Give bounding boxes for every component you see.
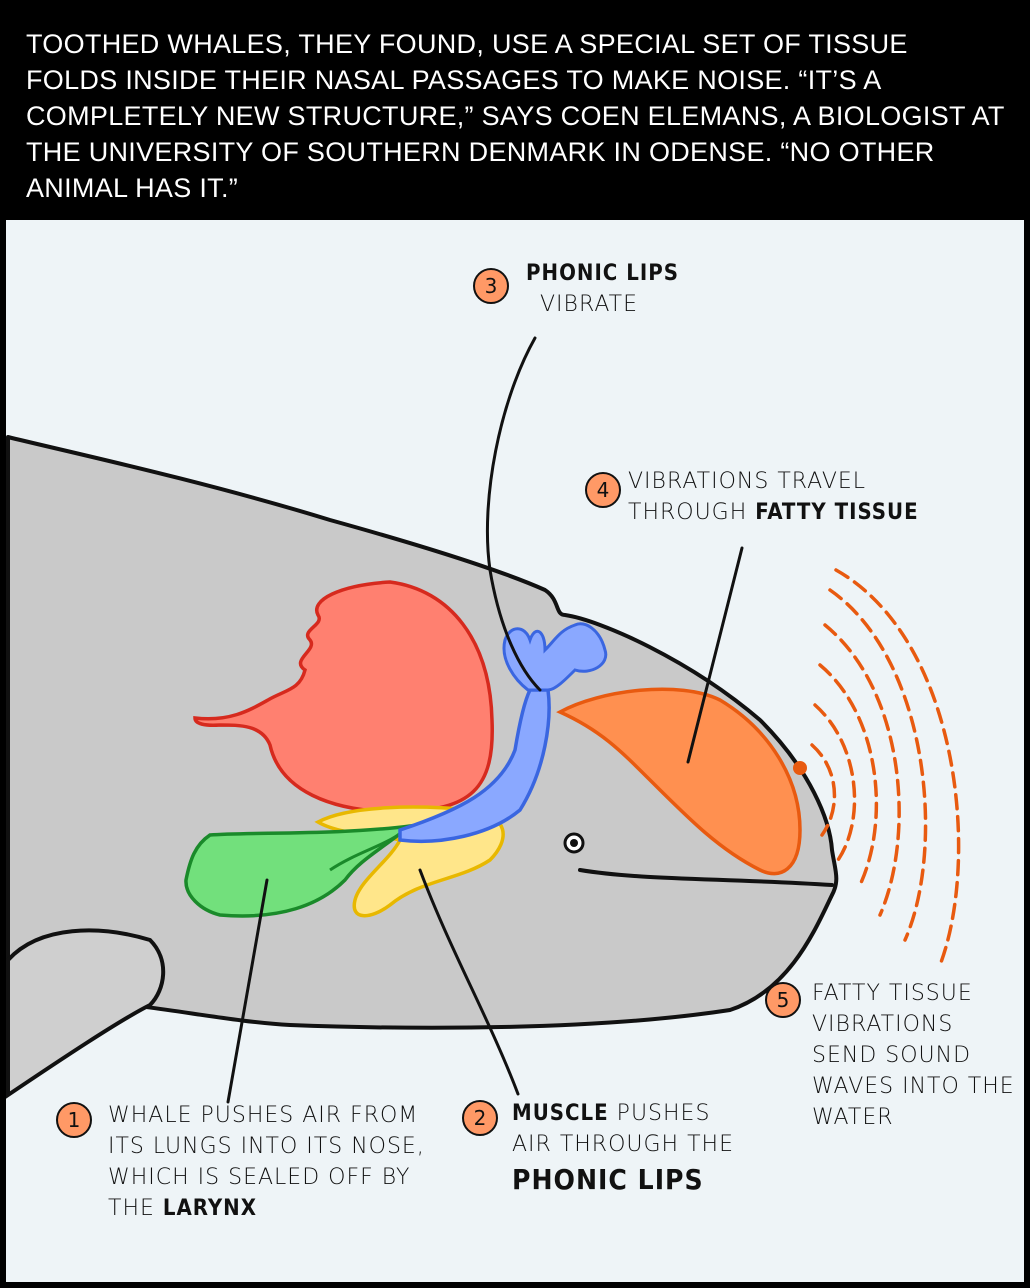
label-text: waves into the — [812, 1074, 1015, 1099]
label-text: which is sealed off by — [108, 1165, 411, 1190]
label-text: vibrations — [812, 1012, 954, 1037]
label-step-3: Phonic lips vibrate — [526, 258, 679, 320]
lungs — [193, 580, 494, 814]
step-badge-2: 2 — [462, 1100, 498, 1136]
label-text: its lungs into its nose, — [108, 1134, 425, 1159]
label-text: send sound — [812, 1043, 972, 1068]
whale-flipper — [6, 928, 166, 1099]
label-text-bold: fatty tissue — [755, 500, 919, 525]
label-step-4: Vibrations travel through fatty tissue — [628, 466, 919, 528]
label-step-1: Whale pushes air from its lungs into its… — [108, 1100, 425, 1224]
label-text: Vibrations travel — [628, 469, 867, 494]
label-text: through — [628, 500, 756, 525]
label-text-bold: Muscle — [512, 1101, 609, 1126]
larynx — [184, 823, 416, 918]
step-badge-4: 4 — [585, 472, 621, 508]
label-text: Phonic lips — [526, 261, 679, 286]
label-text: Fatty tissue — [812, 981, 973, 1006]
fatty-tissue — [556, 687, 802, 876]
sound-origin-dot — [793, 761, 807, 775]
label-text: the — [108, 1196, 163, 1221]
step-badge-1: 1 — [56, 1102, 92, 1138]
caption-text: Toothed whales, they found, use a specia… — [26, 29, 1005, 203]
step-badge-5: 5 — [765, 982, 801, 1018]
label-text: pushes — [608, 1101, 711, 1126]
label-text: water — [812, 1105, 894, 1130]
label-step-2: Muscle pushes air through the Phonic lip… — [512, 1098, 734, 1200]
label-step-5: Fatty tissue vibrations send sound waves… — [812, 978, 1015, 1133]
label-text-bold: Phonic lips — [512, 1163, 704, 1196]
leader-lines — [226, 336, 744, 1104]
label-text: Whale pushes air from — [108, 1103, 419, 1128]
whale-mouth — [578, 868, 834, 887]
label-text: vibrate — [540, 292, 639, 317]
label-text: air through the — [512, 1132, 734, 1157]
sound-waves — [810, 568, 961, 967]
label-text-bold: larynx — [162, 1196, 258, 1221]
nasal-passage — [398, 688, 551, 843]
step-badge-3: 3 — [473, 268, 509, 304]
